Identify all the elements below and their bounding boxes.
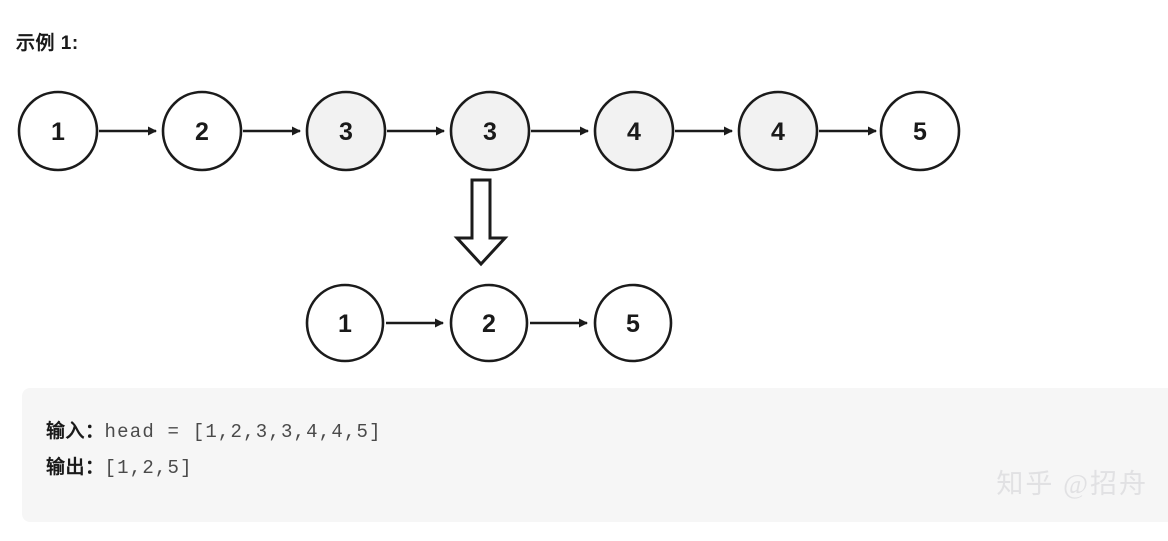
node-value: 4 xyxy=(771,118,785,146)
list-node: 5 xyxy=(593,283,673,363)
node-value: 2 xyxy=(482,310,496,338)
node-circle xyxy=(879,90,961,172)
node-circle xyxy=(161,90,243,172)
list-node: 5 xyxy=(879,90,961,172)
output-value: [1,2,5] xyxy=(104,457,193,479)
list-node-duplicate: 4 xyxy=(593,90,675,172)
io-code-block: 输入：head = [1,2,3,3,4,4,5] 输出：[1,2,5] xyxy=(22,388,1168,522)
node-value: 3 xyxy=(339,118,353,146)
linked-list-diagram: 1 2 3 3 4 xyxy=(0,78,1168,378)
node-circle xyxy=(593,283,673,363)
list-node: 2 xyxy=(449,283,529,363)
output-label: 输出： xyxy=(46,457,105,478)
list-node: 1 xyxy=(17,90,99,172)
node-circle xyxy=(305,90,387,172)
node-circle xyxy=(305,283,385,363)
diagram-canvas: 1 2 3 3 4 xyxy=(17,90,961,363)
output-line: 输出：[1,2,5] xyxy=(46,450,1168,486)
page-title: 示例 1: xyxy=(16,33,79,54)
node-value: 3 xyxy=(483,118,497,146)
list-node-duplicate: 3 xyxy=(305,90,387,172)
list-node-duplicate: 4 xyxy=(737,90,819,172)
node-value: 1 xyxy=(51,118,65,146)
input-label: 输入： xyxy=(46,421,105,442)
input-value: head = [1,2,3,3,4,4,5] xyxy=(104,421,382,443)
input-line: 输入：head = [1,2,3,3,4,4,5] xyxy=(46,414,1168,450)
node-circle xyxy=(17,90,99,172)
output-list-group: 1 2 5 xyxy=(305,283,673,363)
down-block-arrow-icon xyxy=(453,178,509,267)
watermark: 知乎 @招舟 xyxy=(996,469,1148,499)
node-circle xyxy=(449,90,531,172)
node-value: 1 xyxy=(338,310,352,338)
node-circle xyxy=(449,283,529,363)
node-circle xyxy=(737,90,819,172)
node-value: 4 xyxy=(627,118,641,146)
node-circle xyxy=(593,90,675,172)
node-value: 2 xyxy=(195,118,209,146)
node-value: 5 xyxy=(626,310,640,338)
input-list-group: 1 2 3 3 4 xyxy=(17,90,961,172)
node-value: 5 xyxy=(913,118,927,146)
list-node: 2 xyxy=(161,90,243,172)
list-node-duplicate: 3 xyxy=(449,90,531,172)
list-node: 1 xyxy=(305,283,385,363)
